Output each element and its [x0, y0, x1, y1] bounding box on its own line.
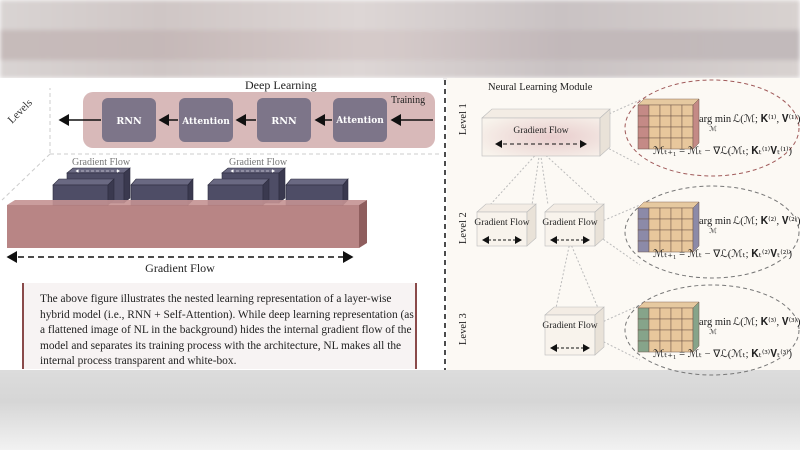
level-3-argmin: arg minℳℒ(ℳ; 𝐊⁽³⁾, 𝐕⁽³⁾) — [699, 317, 800, 337]
block-rnn-2: RNN — [257, 98, 311, 142]
level-2-argmin: arg minℳℒ(ℳ; 𝐊⁽²⁾, 𝐕⁽²⁾) — [699, 216, 800, 236]
slate-blocks — [52, 167, 349, 206]
level-2-gradient-flow-box-2: Gradient Flow — [542, 203, 605, 247]
block-attention-1: Attention — [179, 98, 233, 142]
level-3-ellipse — [624, 284, 800, 376]
blurred-background-bottom — [0, 370, 800, 450]
level-1-argmin: arg minℳℒ(ℳ; 𝐊⁽¹⁾, 𝐕⁽¹⁾) — [699, 114, 800, 134]
level-2-ellipse — [624, 185, 800, 279]
level-3-update-rule: ℳₜ₊₁ = ℳₜ − ∇ℒ(ℳₜ; 𝐊ₜ⁽³⁾𝐕ₜ⁽³⁾) — [653, 349, 793, 360]
level-2-update-rule: ℳₜ₊₁ = ℳₜ − ∇ℒ(ℳₜ; 𝐊ₜ⁽²⁾𝐕ₜ⁽²⁾) — [653, 249, 793, 260]
neural-learning-module-title: Neural Learning Module — [488, 82, 593, 93]
svg-text:Gradient Flow: Gradient Flow — [474, 218, 529, 228]
svg-text:Gradient Flow: Gradient Flow — [542, 321, 597, 331]
gradient-flow-label-1: Gradient Flow — [72, 157, 131, 168]
svg-text:RNN: RNN — [116, 116, 142, 127]
svg-text:Attention: Attention — [335, 116, 384, 126]
memory-cube-level-3 — [637, 301, 700, 353]
level-3-gradient-flow-box: Gradient Flow — [542, 306, 605, 356]
level-2-gradient-flow-box-1: Gradient Flow — [474, 203, 537, 247]
level-1-ellipse — [624, 79, 800, 177]
block-rnn-1: RNN — [102, 98, 156, 142]
level-3-label: Level 3 — [458, 313, 469, 345]
bottom-gradient-flow-label: Gradient Flow — [145, 261, 215, 275]
description-box: The above figure illustrates the nested … — [22, 283, 417, 369]
block-attention-2: Attention — [333, 98, 387, 142]
svg-text:Attention: Attention — [181, 117, 230, 127]
svg-text:Gradient Flow: Gradient Flow — [513, 126, 568, 136]
deep-learning-title: Deep Learning — [245, 78, 317, 92]
blurred-background-top — [0, 0, 800, 78]
level-1-update-rule: ℳₜ₊₁ = ℳₜ − ∇ℒ(ℳₜ; 𝐊ₜ⁽¹⁾𝐕ₜ⁽¹⁾) — [653, 146, 793, 157]
svg-text:Gradient Flow: Gradient Flow — [542, 218, 597, 228]
connector-lines — [489, 99, 641, 361]
level-2-label: Level 2 — [458, 212, 469, 244]
description-text: The above figure illustrates the nested … — [40, 293, 414, 367]
level-1-gradient-flow-box: Gradient Flow — [481, 108, 611, 157]
svg-text:RNN: RNN — [271, 116, 297, 127]
memory-cube-level-1 — [637, 98, 700, 150]
training-label: Training — [391, 95, 425, 106]
level-1-label: Level 1 — [458, 103, 469, 135]
flattened-background-bar — [7, 200, 367, 248]
memory-cube-level-2 — [637, 201, 700, 253]
gradient-flow-label-2: Gradient Flow — [229, 157, 288, 168]
